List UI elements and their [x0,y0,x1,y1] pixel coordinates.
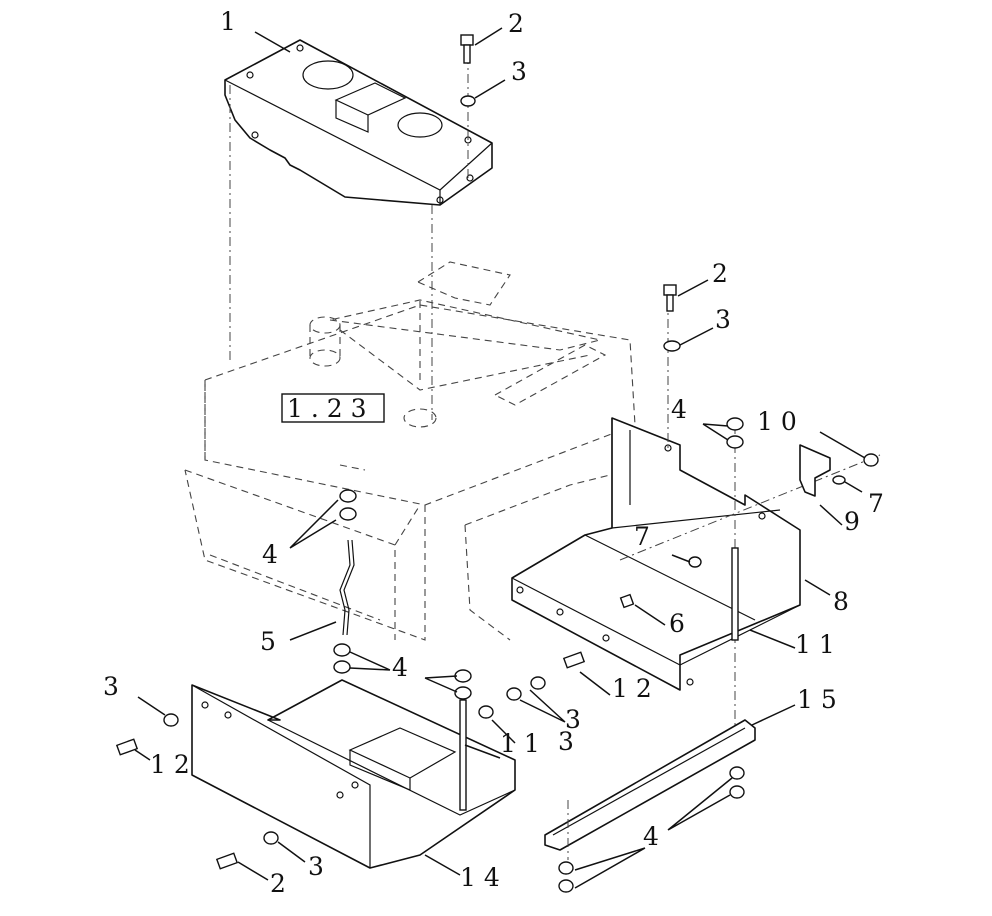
reference-box-label: 1 . 2 3 [287,394,367,423]
nut [558,861,574,875]
nut [333,643,351,657]
leader-lines [134,27,866,889]
nut [454,669,472,683]
nut [558,879,574,893]
centerline [619,454,881,561]
bolt-shank [666,294,674,312]
bolt-12b [115,738,139,756]
callout-3: 3 [511,57,527,86]
callout-6: 6 [669,609,685,638]
washer-right [663,340,681,352]
nut [333,660,351,674]
rod-5 [339,539,351,636]
washer-7b [688,556,702,568]
callout-1: 1 [220,7,236,36]
callout-4: 4 [643,822,659,851]
nut [726,435,744,449]
nut [729,766,745,780]
callout-4: 4 [671,395,687,424]
nut [339,489,357,503]
callout-10: 1 0 [757,407,797,436]
callout-3: 3 [308,852,324,881]
callout-3: 3 [715,305,731,334]
part-15-channel-rail [544,719,756,851]
callout-7: 7 [868,489,884,518]
bolt-2c [215,852,239,870]
nut [726,417,744,431]
callout-3: 3 [565,705,581,734]
callout-14: 1 4 [460,863,500,892]
washer [506,687,522,701]
callout-2: 2 [712,259,728,288]
callout-labels: 1 2 3 2 3 4 1 0 7 9 7 8 6 1 1 4 5 4 1 2 … [103,7,884,898]
bolt-top [460,34,474,64]
bolt-right [663,284,677,296]
washer [478,705,494,719]
stud-left [459,699,467,811]
callout-9: 9 [844,507,860,536]
bolt-12 [562,651,586,669]
callout-2: 2 [270,869,286,898]
washer [263,831,279,845]
callout-11: 1 1 [795,630,835,659]
callout-12: 1 2 [612,674,652,703]
washer [530,676,546,690]
callout-3: 3 [558,727,574,756]
ghost-tank [184,261,636,641]
callout-7: 7 [634,522,650,551]
nut [729,785,745,799]
callout-5: 5 [260,627,276,656]
reference-box [281,393,385,423]
stud-right [731,547,739,641]
part-8-right-bracket [511,417,801,691]
washer [163,713,179,727]
callout-11: 1 1 [500,729,540,758]
callout-15: 1 5 [797,685,837,714]
part-1-top-cover [224,39,493,206]
nut-10 [863,453,879,467]
nut [339,507,357,521]
washer-7 [832,475,846,485]
nut [454,686,472,700]
part-14-lower-tray [191,679,516,869]
washer-top [460,95,476,107]
bolt-6 [619,593,635,609]
callout-4: 4 [262,540,278,569]
callout-2: 2 [508,9,524,38]
callout-3: 3 [103,672,119,701]
callout-4: 4 [392,653,408,682]
clip-9 [799,444,831,497]
callout-12: 1 2 [150,750,190,779]
callout-8: 8 [833,587,849,616]
